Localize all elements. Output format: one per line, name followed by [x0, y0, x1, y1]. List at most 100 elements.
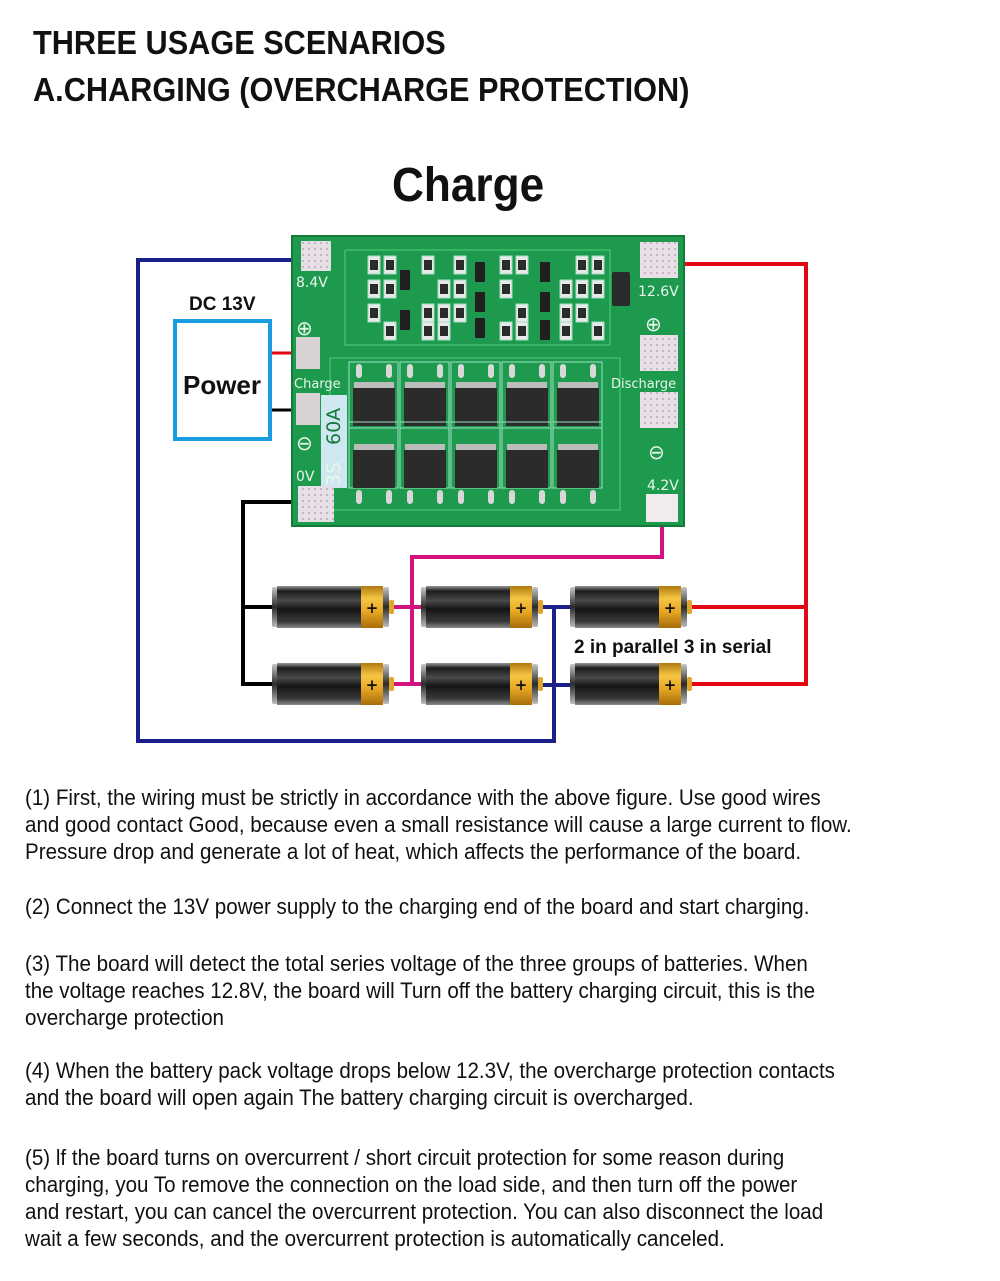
mosfet-tab: [354, 444, 394, 452]
battery-body: [426, 663, 510, 705]
plus-icon: ⊕: [296, 316, 313, 340]
mosfet-tab: [456, 382, 496, 390]
smd-resistor-body: [386, 260, 394, 270]
battery-body: [277, 663, 361, 705]
diagram-title: Charge: [392, 159, 545, 212]
pad-12-6v: [640, 242, 678, 278]
smd-resistor-body: [594, 326, 602, 336]
mosfet-tab: [405, 444, 445, 452]
mosfet-lead: [509, 490, 515, 504]
wires: [136, 258, 808, 743]
power-supply: DC 13V Power: [173, 294, 272, 441]
battery-terminal: [687, 677, 692, 691]
pad-label-8-4v: 8.4V: [296, 275, 328, 291]
wire-magenta: [410, 510, 664, 684]
mosfet-body: [506, 388, 548, 426]
power-label: Power: [183, 370, 261, 400]
mosfet-lead: [386, 490, 392, 504]
battery-negative-cap: [570, 664, 576, 704]
smd-resistor-body: [594, 284, 602, 294]
battery-body: [426, 586, 510, 628]
battery-gold-band: [659, 663, 681, 705]
battery-positive-cap: [681, 587, 687, 627]
mosfet-body: [506, 450, 548, 488]
instruction-paragraph-2: (2) Connect the 13V power supply to the …: [25, 893, 979, 920]
instruction-paragraph-4: (4) When the battery pack voltage drops …: [25, 1057, 979, 1111]
paragraph-line: and good contact Good, because even a sm…: [25, 812, 852, 837]
paragraph-line: and restart, you can cancel the overcurr…: [25, 1199, 824, 1224]
mosfet-lead: [458, 490, 464, 504]
pad-label-12-6v: 12.6V: [638, 284, 679, 300]
mosfet-lead: [560, 490, 566, 504]
smd-resistor-body: [518, 260, 526, 270]
smd-resistor-body: [502, 284, 510, 294]
battery-positive-cap: [532, 587, 538, 627]
transistor-chip: [540, 262, 550, 282]
battery-pack: ++++++: [272, 586, 692, 705]
smd-resistor-body: [440, 308, 448, 318]
smd-resistor-body: [456, 308, 464, 318]
battery-terminal: [538, 677, 543, 691]
transistor-chip: [400, 270, 410, 290]
mosfet-tab: [456, 444, 496, 452]
mosfet-array: [348, 361, 603, 504]
instruction-paragraph-3: (3) The board will detect the total seri…: [25, 950, 960, 1031]
pad-charge-positive: [296, 337, 320, 369]
mosfet-body: [404, 388, 446, 426]
bms-board: 8.4V ⊕ Charge ⊖ 60A 3S 0V 12.6V ⊕ Discha…: [291, 235, 685, 527]
paragraph-line: and the board will open again The batter…: [25, 1085, 694, 1110]
smd-resistor-body: [502, 326, 510, 336]
mosfet-body: [557, 388, 599, 426]
pad-discharge-negative: [640, 392, 678, 428]
plus-icon: +: [664, 599, 677, 617]
discharge-label: Discharge: [611, 377, 676, 392]
minus-icon: ⊖: [296, 431, 313, 455]
battery-terminal: [389, 600, 394, 614]
paragraph-line: (5) lf the board turns on overcurrent / …: [25, 1145, 785, 1170]
pad-charge-negative: [296, 393, 320, 425]
wire-red: [662, 262, 808, 686]
transistor-chip: [475, 292, 485, 312]
paragraph-line: charging, you To remove the connection o…: [25, 1172, 798, 1197]
battery-body: [575, 586, 659, 628]
battery-negative-cap: [272, 587, 278, 627]
smd-resistor-body: [370, 284, 378, 294]
mosfet-body: [557, 450, 599, 488]
mosfet-lead: [437, 490, 443, 504]
battery-cell: +: [421, 586, 543, 628]
smd-resistor-body: [518, 308, 526, 318]
smd-resistor-body: [424, 308, 432, 318]
smd-resistor-body: [578, 284, 586, 294]
transistor-chip: [400, 310, 410, 330]
smd-resistor-body: [456, 260, 464, 270]
battery-body: [575, 663, 659, 705]
mosfet-tab: [507, 444, 547, 452]
plus-icon: +: [664, 676, 677, 694]
pad-label-4-2v: 4.2V: [647, 478, 679, 494]
paragraph-line: (4) When the battery pack voltage drops …: [25, 1058, 835, 1083]
smd-resistor-body: [578, 260, 586, 270]
smd-resistor-body: [562, 284, 570, 294]
mosfet-outline: [399, 361, 450, 429]
instruction-paragraph-5: (5) lf the board turns on overcurrent / …: [25, 1144, 979, 1252]
mosfet-lead: [590, 490, 596, 504]
transistor-chip: [540, 292, 550, 312]
battery-positive-cap: [383, 664, 389, 704]
battery-gold-band: [510, 586, 532, 628]
paragraph-line: (3) The board will detect the total seri…: [25, 951, 808, 976]
paragraph-line: overcharge protection: [25, 1005, 224, 1030]
mosfet-lead: [407, 364, 413, 378]
mosfet-tab: [507, 382, 547, 390]
mosfet-lead: [386, 364, 392, 378]
mosfet-lead: [437, 364, 443, 378]
battery-terminal: [538, 600, 543, 614]
plus-icon: ⊕: [645, 312, 662, 336]
smd-resistor-body: [594, 260, 602, 270]
smd-resistor-body: [562, 326, 570, 336]
paragraph-line: the voltage reaches 12.8V, the board wil…: [25, 978, 816, 1003]
charge-label: Charge: [294, 377, 341, 392]
paragraph-line: (1) First, the wiring must be strictly i…: [25, 785, 821, 810]
battery-negative-cap: [421, 587, 427, 627]
smd-resistor-body: [424, 260, 432, 270]
pad-0v: [298, 486, 334, 522]
